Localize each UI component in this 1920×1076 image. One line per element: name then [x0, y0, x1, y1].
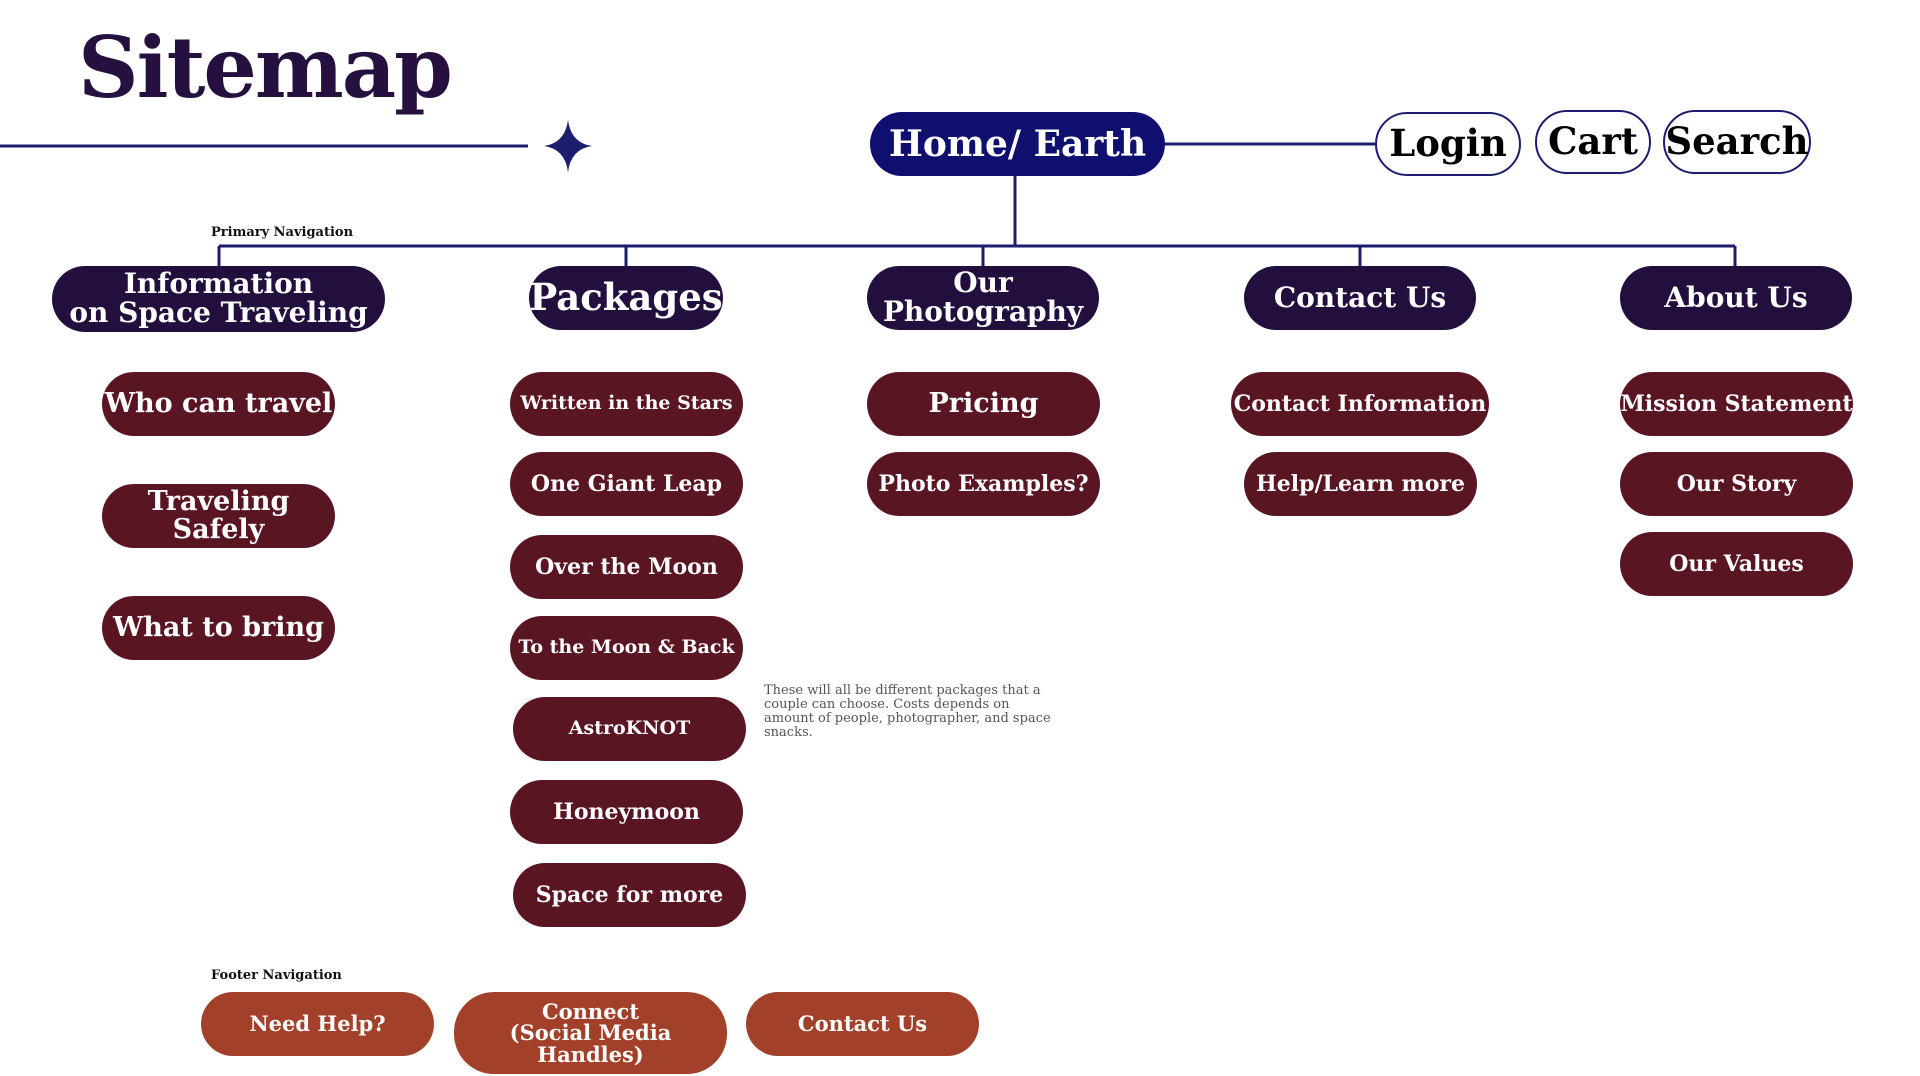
page-title: Sitemap	[78, 18, 453, 117]
primary-navigation-label: Primary Navigation	[211, 225, 354, 240]
page-who-can-travel[interactable]: Who can travel	[102, 372, 335, 436]
package-honeymoon[interactable]: Honeymoon	[510, 780, 743, 844]
page-what-to-bring[interactable]: What to bring	[102, 596, 335, 660]
packages-note: These will all be different packages tha…	[764, 683, 1051, 740]
category-packages[interactable]: Packages	[529, 266, 723, 330]
footer-need-help[interactable]: Need Help?	[201, 992, 434, 1056]
package-over-the-moon[interactable]: Over the Moon	[510, 535, 743, 599]
package-space-for-more[interactable]: Space for more	[513, 863, 746, 927]
page-contact-information[interactable]: Contact Information	[1231, 372, 1489, 436]
page-traveling-safely[interactable]: Traveling Safely	[102, 484, 335, 548]
page-mission-statement[interactable]: Mission Statement	[1620, 372, 1853, 436]
login-node[interactable]: Login	[1375, 112, 1521, 176]
page-our-story[interactable]: Our Story	[1620, 452, 1853, 516]
category-contact-us[interactable]: Contact Us	[1244, 266, 1476, 330]
page-pricing[interactable]: Pricing	[867, 372, 1100, 436]
category-our-photography[interactable]: Our Photography	[867, 266, 1099, 330]
footer-navigation-label: Footer Navigation	[211, 968, 342, 983]
home-earth-node[interactable]: Home/ Earth	[870, 112, 1165, 176]
sparkle-icon	[544, 120, 592, 172]
cart-node[interactable]: Cart	[1535, 110, 1651, 174]
category-information-on-space-traveling[interactable]: Information on Space Traveling	[52, 266, 385, 332]
package-to-the-moon-and-back[interactable]: To the Moon & Back	[510, 616, 743, 680]
package-one-giant-leap[interactable]: One Giant Leap	[510, 452, 743, 516]
page-photo-examples[interactable]: Photo Examples?	[867, 452, 1100, 516]
package-astroknot[interactable]: AstroKNOT	[513, 697, 746, 761]
category-about-us[interactable]: About Us	[1620, 266, 1852, 330]
footer-connect-social-media[interactable]: Connect (Social Media Handles)	[454, 992, 727, 1074]
package-written-in-the-stars[interactable]: Written in the Stars	[510, 372, 743, 436]
search-node[interactable]: Search	[1663, 110, 1811, 174]
page-our-values[interactable]: Our Values	[1620, 532, 1853, 596]
page-help-learn-more[interactable]: Help/Learn more	[1244, 452, 1477, 516]
footer-contact-us[interactable]: Contact Us	[746, 992, 979, 1056]
